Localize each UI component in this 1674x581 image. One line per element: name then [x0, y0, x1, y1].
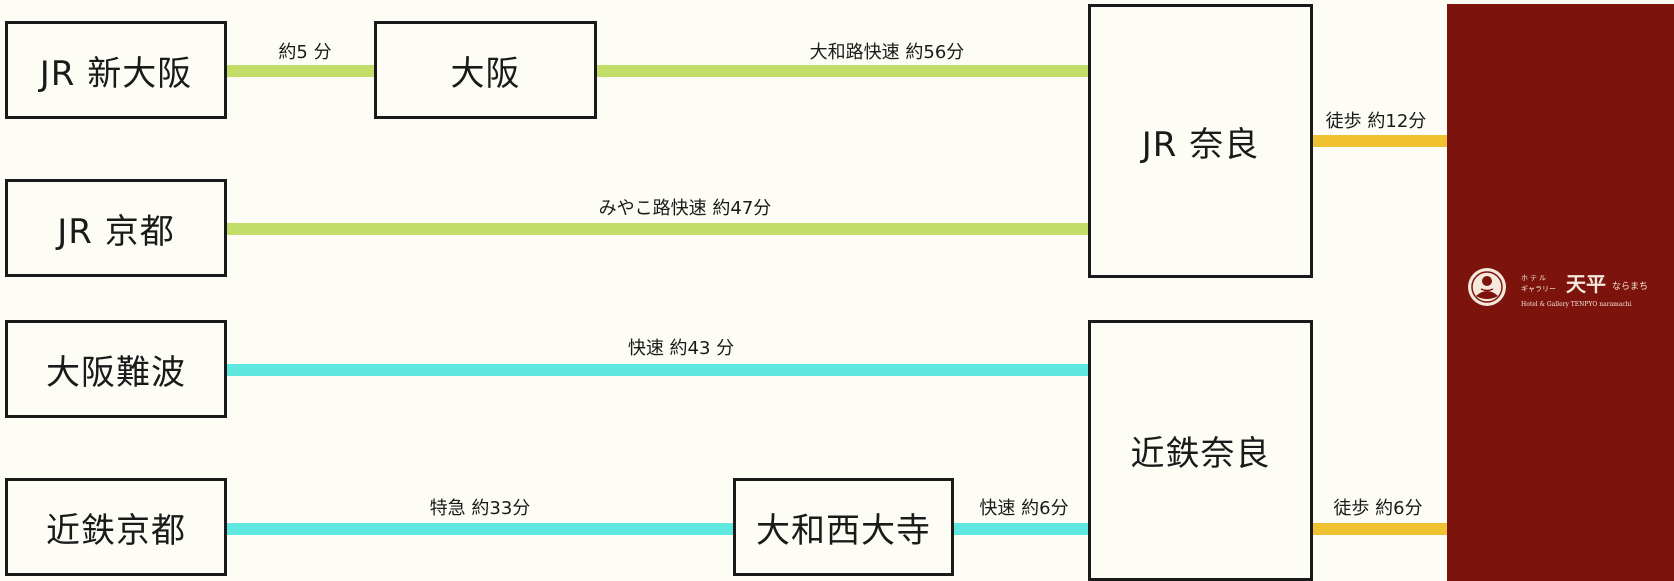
- hotel-english-name: Hotel & Gallery TENPYO naramachi: [1521, 301, 1632, 308]
- hotel-kana-bottom: ギャラリー: [1521, 285, 1556, 293]
- walk-line-jr-nara-hotel: [1312, 135, 1447, 147]
- hotel-area-kana: ならまち: [1612, 281, 1648, 292]
- walk-line-kintetsu-nara-hotel: [1312, 523, 1447, 535]
- route-label-kyoto-saidaiji: 特急 約33分: [429, 498, 531, 519]
- station-osaka-namba: 大阪難波: [5, 320, 227, 418]
- kintetsu-line-namba-nara: [225, 364, 1089, 376]
- kintetsu-line-kyoto-saidaiji: [225, 523, 735, 535]
- station-osaka: 大阪: [374, 21, 597, 119]
- route-label-namba-nara: 快速 約43 分: [627, 338, 735, 359]
- station-jr-shin-osaka: JR 新大阪: [5, 21, 227, 119]
- station-kintetsu-nara: 近鉄奈良: [1088, 320, 1313, 581]
- route-label-kyoto-nara: みやこ路快速 約47分: [598, 198, 772, 219]
- jr-line-shin-osaka-osaka: [225, 65, 375, 77]
- kintetsu-line-saidaiji-nara: [952, 523, 1089, 535]
- jr-line-osaka-nara: [596, 65, 1089, 77]
- station-kintetsu-kyoto: 近鉄京都: [5, 478, 227, 576]
- hotel-panel: ホテル ギャラリー 天平 ならまち Hotel & Gallery TENPYO…: [1447, 4, 1674, 581]
- route-label-osaka-nara: 大和路快速 約56分: [809, 42, 965, 63]
- station-jr-kyoto: JR 京都: [5, 179, 227, 277]
- hotel-kana-top: ホテル: [1521, 274, 1548, 282]
- route-label-shin-osaka-osaka: 約5 分: [278, 42, 332, 63]
- station-yamato-saidaiji: 大和西大寺: [733, 478, 954, 576]
- hotel-logo: ホテル ギャラリー 天平 ならまち Hotel & Gallery TENPYO…: [1468, 268, 1648, 308]
- route-label-saidaiji-nara: 快速 約6分: [979, 498, 1069, 519]
- station-jr-nara: JR 奈良: [1088, 4, 1313, 278]
- hotel-name: 天平: [1566, 272, 1606, 296]
- hotel-crest-icon: [1468, 268, 1506, 306]
- route-label-kintetsu-nara-walk: 徒歩 約6分: [1333, 498, 1423, 519]
- route-label-jr-nara-walk: 徒歩 約12分: [1325, 111, 1427, 132]
- jr-line-kyoto-nara: [225, 223, 1089, 235]
